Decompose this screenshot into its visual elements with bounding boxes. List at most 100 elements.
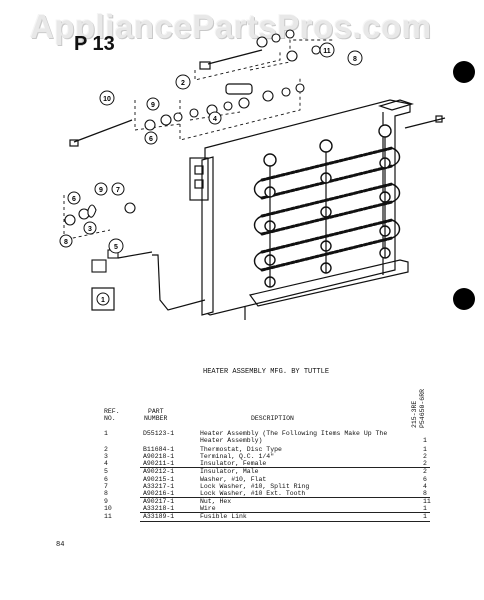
table-row: 10 A33218-1 Wire 1 bbox=[0, 505, 484, 513]
page-code: P 13 bbox=[74, 33, 115, 55]
callout-7: 7 bbox=[111, 182, 125, 196]
table-row: 3 A90218-1 Terminal, Q.C. 1/4" 2 bbox=[0, 453, 484, 461]
callout-9a: 9 bbox=[146, 97, 160, 111]
table-row: 9 A90217-1 Nut, Hex 11 bbox=[0, 498, 484, 506]
table-row: 4 A90211-1 Insulator, Female 2 bbox=[0, 460, 484, 468]
table-row: 1 D55123-1 Heater Assembly (The Followin… bbox=[0, 430, 484, 438]
row-qty: 8 bbox=[423, 490, 427, 497]
row-ref: 2 bbox=[104, 446, 108, 453]
callout-11: 11 bbox=[319, 42, 335, 58]
table-row: 6 A90215-1 Washer, #10, Flat 6 bbox=[0, 476, 484, 484]
callout-8a: 8 bbox=[347, 50, 363, 66]
callout-9b: 9 bbox=[94, 182, 108, 196]
row-desc: Insulator, Male bbox=[200, 468, 259, 475]
row-ref: 11 bbox=[104, 513, 112, 520]
row-desc: Insulator, Female bbox=[200, 460, 267, 467]
row-part: A90212-1 bbox=[143, 468, 175, 475]
table-row: 2 B11684-1 Thermostat, Disc Type 1 bbox=[0, 446, 484, 454]
svg-text:2: 2 bbox=[181, 80, 185, 87]
table-row: 11 A33189-1 Fusible Link 1 bbox=[0, 513, 484, 521]
callout-6a: 6 bbox=[144, 131, 158, 145]
row-part: A33217-1 bbox=[143, 483, 175, 490]
header-ref: REF. NO. bbox=[104, 408, 120, 422]
svg-text:5: 5 bbox=[114, 244, 118, 251]
svg-text:9: 9 bbox=[151, 102, 155, 109]
row-divider bbox=[140, 521, 430, 522]
exploded-parts-diagram: 10 2 11 8 9 6 4 9 7 6 3 8 5 1 bbox=[59, 29, 446, 320]
row-desc: Heater Assembly) bbox=[200, 437, 263, 444]
row-desc: Washer, #10, Flat bbox=[200, 476, 267, 483]
diagram-caption: HEATER ASSEMBLY MFG. BY TUTTLE bbox=[203, 368, 330, 376]
side-code-2: P54650-6RR bbox=[419, 388, 426, 428]
row-desc: Heater Assembly (The Following Items Mak… bbox=[200, 430, 388, 437]
row-part: A33189-1 bbox=[143, 513, 175, 520]
row-part: A90216-1 bbox=[143, 490, 175, 497]
row-ref: 9 bbox=[104, 498, 108, 505]
row-part: B11684-1 bbox=[143, 446, 175, 453]
callout-10: 10 bbox=[99, 90, 115, 106]
svg-text:4: 4 bbox=[213, 116, 217, 123]
callout-2: 2 bbox=[175, 74, 191, 90]
row-qty: 6 bbox=[423, 476, 427, 483]
header-ref-line2: NO. bbox=[104, 415, 116, 422]
callout-4: 4 bbox=[208, 111, 222, 125]
row-ref: 8 bbox=[104, 490, 108, 497]
row-ref: 5 bbox=[104, 468, 108, 475]
row-qty: 1 bbox=[423, 437, 427, 444]
svg-text:6: 6 bbox=[149, 136, 153, 143]
page-number: 84 bbox=[56, 541, 65, 549]
row-qty: 1 bbox=[423, 513, 427, 520]
header-ref-line1: REF. bbox=[104, 408, 120, 415]
callout-1: 1 bbox=[96, 292, 110, 306]
callout-3: 3 bbox=[83, 221, 97, 235]
callout-6b: 6 bbox=[67, 191, 81, 205]
row-part: A90211-1 bbox=[143, 460, 175, 467]
row-qty: 11 bbox=[423, 498, 431, 505]
svg-text:8: 8 bbox=[64, 239, 68, 246]
row-part: A90217-1 bbox=[143, 498, 175, 505]
table-row: 7 A33217-1 Lock Washer, #10, Split Ring … bbox=[0, 483, 484, 491]
row-qty: 2 bbox=[423, 460, 427, 467]
svg-text:9: 9 bbox=[99, 187, 103, 194]
row-desc: Nut, Hex bbox=[200, 498, 232, 505]
row-ref: 3 bbox=[104, 453, 108, 460]
row-part: D55123-1 bbox=[143, 430, 175, 437]
svg-text:3: 3 bbox=[88, 226, 92, 233]
binder-hole-top bbox=[453, 61, 475, 83]
row-desc: Fusible Link bbox=[200, 513, 247, 520]
svg-text:7: 7 bbox=[116, 187, 120, 194]
header-description: DESCRIPTION bbox=[251, 415, 294, 422]
row-part: A90215-1 bbox=[143, 476, 175, 483]
watermark: AppliancePartsPros.com bbox=[30, 8, 432, 45]
svg-text:6: 6 bbox=[72, 196, 76, 203]
callout-5: 5 bbox=[108, 238, 124, 254]
row-qty: 1 bbox=[423, 446, 427, 453]
row-desc: Lock Washer, #10 Ext. Tooth bbox=[200, 490, 306, 497]
row-divider bbox=[140, 467, 430, 468]
row-qty: 1 bbox=[423, 505, 427, 512]
row-qty: 4 bbox=[423, 483, 427, 490]
row-ref: 6 bbox=[104, 476, 108, 483]
svg-text:1: 1 bbox=[101, 297, 105, 304]
row-divider bbox=[140, 497, 430, 498]
header-part-line1: PART bbox=[148, 408, 164, 415]
svg-text:10: 10 bbox=[103, 96, 111, 103]
row-part: A90218-1 bbox=[143, 453, 175, 460]
row-divider bbox=[140, 512, 430, 513]
side-model-codes: 215-3RE P54650-6RR bbox=[411, 389, 427, 428]
binder-hole-bottom bbox=[453, 288, 475, 310]
callout-8b: 8 bbox=[59, 234, 73, 248]
header-part-line2: NUMBER bbox=[144, 415, 168, 422]
svg-text:11: 11 bbox=[323, 48, 331, 55]
table-row: 5 A90212-1 Insulator, Male 2 bbox=[0, 468, 484, 476]
row-desc: Terminal, Q.C. 1/4" bbox=[200, 453, 275, 460]
row-ref: 7 bbox=[104, 483, 108, 490]
row-qty: 2 bbox=[423, 453, 427, 460]
row-ref: 10 bbox=[104, 505, 112, 512]
row-ref: 1 bbox=[104, 430, 108, 437]
row-desc: Lock Washer, #10, Split Ring bbox=[200, 483, 310, 490]
table-row: Heater Assembly) 1 bbox=[0, 437, 484, 445]
row-ref: 4 bbox=[104, 460, 108, 467]
row-desc: Thermostat, Disc Type bbox=[200, 446, 282, 453]
svg-text:8: 8 bbox=[353, 56, 357, 63]
